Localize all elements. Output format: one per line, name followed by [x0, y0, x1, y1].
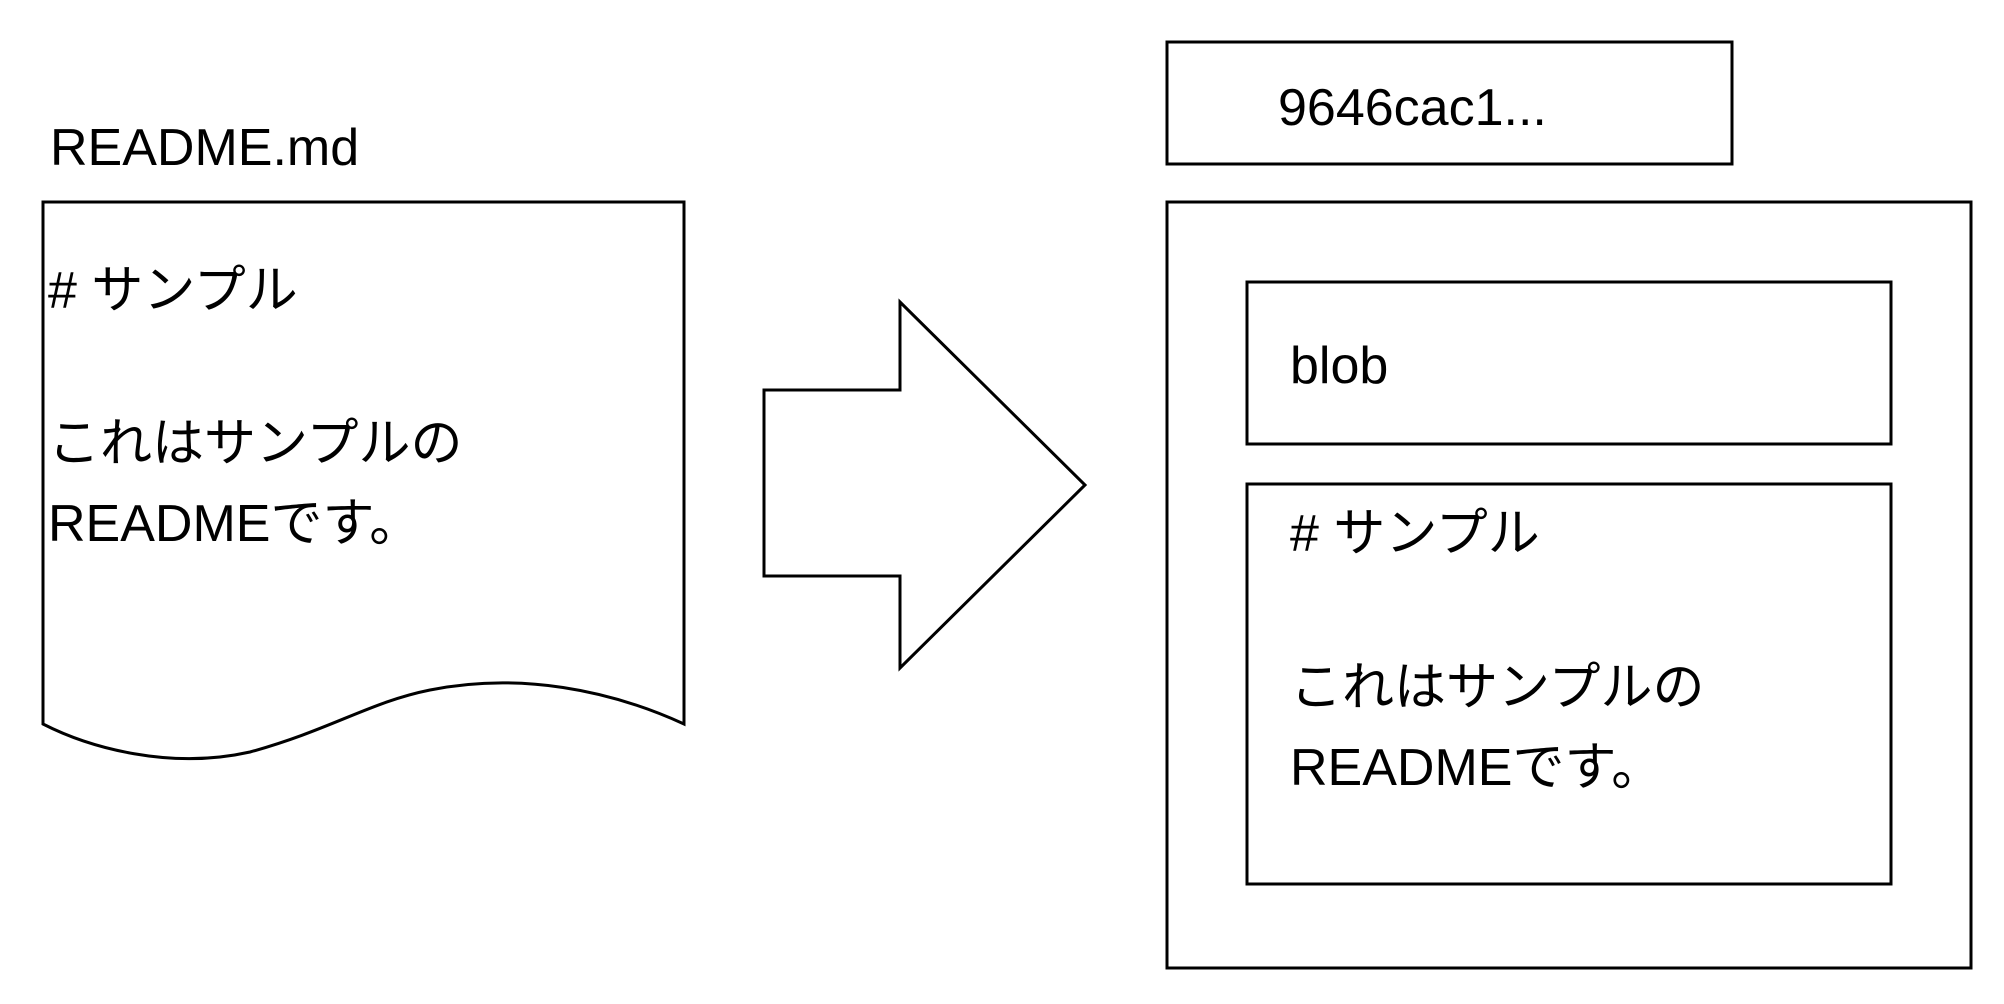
object-content-line: READMEです。 — [1290, 739, 1664, 797]
object-content-box — [1245, 482, 1893, 886]
document-body-line: READMEです。 — [48, 495, 422, 553]
file-name-label: README.md — [50, 119, 360, 177]
object-type-box — [1245, 280, 1893, 446]
transform-arrow — [762, 298, 1088, 672]
hash-box — [1165, 40, 1734, 166]
document-body-line: これはサンプルの — [48, 415, 463, 473]
document-shape — [41, 200, 686, 761]
object-content-heading: # サンプル — [1290, 505, 1540, 563]
object-content-line: これはサンプルの — [1290, 659, 1705, 717]
document-heading-text: # サンプル — [48, 262, 298, 320]
object-hash-label: 9646cac1... — [1278, 79, 1547, 137]
object-type-label: blob — [1290, 337, 1389, 395]
